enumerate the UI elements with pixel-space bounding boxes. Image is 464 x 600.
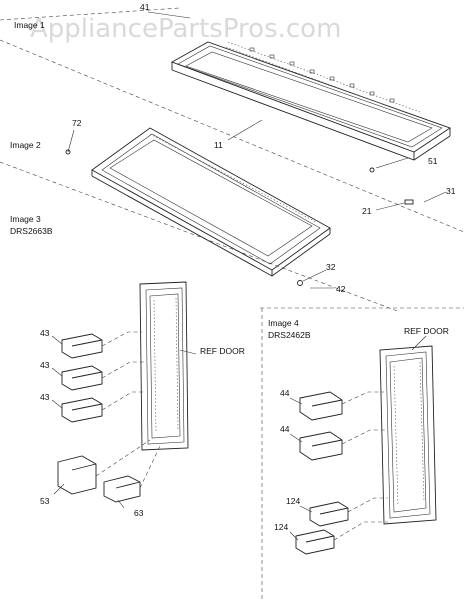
divider-image1-image2 [0, 39, 464, 233]
part-number-124-b: 124 [274, 522, 288, 532]
label-image-3: Image 3 [10, 214, 41, 224]
label-ref-door-right: REF DOOR [404, 326, 449, 336]
leader-124-b [289, 531, 299, 541]
part-number-31: 31 [446, 186, 456, 196]
leader-ref-door-right [411, 335, 427, 351]
bin-43-c [61, 397, 103, 423]
part-number-63: 63 [134, 508, 144, 518]
bin-124-b [295, 529, 335, 555]
leader-21 [375, 202, 405, 211]
part-number-72: 72 [72, 118, 82, 128]
bin-63 [103, 475, 141, 503]
lower-tray-assembly [91, 127, 331, 277]
leader-44-b [289, 433, 303, 443]
part-32-screw [297, 280, 303, 286]
part-number-42: 42 [336, 284, 346, 294]
part-number-43-b: 43 [40, 360, 50, 370]
part-number-43-a: 43 [40, 328, 50, 338]
part-number-124-a: 124 [286, 496, 300, 506]
right-door-bins [295, 391, 349, 555]
leader-41 [147, 11, 191, 19]
part-number-43-c: 43 [40, 392, 50, 402]
bin-43-b [61, 365, 103, 391]
divider-image2-image3 [0, 161, 401, 313]
part-number-53: 53 [40, 496, 50, 506]
leader-32 [302, 269, 327, 282]
leader-11 [227, 119, 263, 141]
leader-31 [423, 191, 447, 203]
part-number-11: 11 [214, 140, 223, 150]
part-51-screw [369, 167, 375, 173]
label-image-3-model: DRS2663B [10, 226, 53, 236]
label-image-2: Image 2 [10, 140, 41, 150]
leader-43-a [51, 335, 63, 345]
right-door-assembly [379, 345, 437, 525]
left-door-assembly [139, 281, 189, 451]
leader-124-a [299, 505, 313, 513]
part-number-41: 41 [140, 2, 150, 12]
label-image-1: Image 1 [14, 20, 45, 30]
divider-top [0, 7, 181, 21]
leader-72 [67, 129, 75, 153]
leader-43-b [51, 367, 63, 377]
leader-43-c [51, 399, 63, 409]
part-72-clip [65, 149, 71, 155]
part-number-44-a: 44 [280, 388, 290, 398]
part-number-51: 51 [428, 156, 438, 166]
bin-53 [57, 455, 97, 495]
bin-44-a [299, 391, 343, 421]
label-image-4-model: DRS2462B [268, 330, 311, 340]
right-bin-dash-guides [333, 391, 388, 541]
part-number-44-b: 44 [280, 424, 290, 434]
bin-44-b [299, 431, 343, 461]
bin-124-a [309, 501, 349, 527]
part-21-hinge [404, 199, 414, 205]
upper-tray-assembly [170, 41, 451, 161]
tray-ridge-detail [249, 47, 395, 103]
label-ref-door-left: REF DOOR [200, 346, 245, 356]
leader-44-a [289, 397, 303, 405]
watermark-text: AppliancePartsPros.com [30, 14, 341, 44]
left-bin-dash-guides [95, 331, 161, 489]
leader-ref-door-left [179, 349, 197, 355]
part-number-21: 21 [362, 206, 372, 216]
leader-51 [375, 157, 409, 169]
left-door-bins [57, 333, 141, 503]
leader-53 [53, 483, 65, 495]
part-number-32: 32 [326, 262, 336, 272]
label-image-4: Image 4 [268, 318, 299, 328]
leader-63 [117, 499, 125, 509]
bin-43-a [61, 333, 103, 359]
